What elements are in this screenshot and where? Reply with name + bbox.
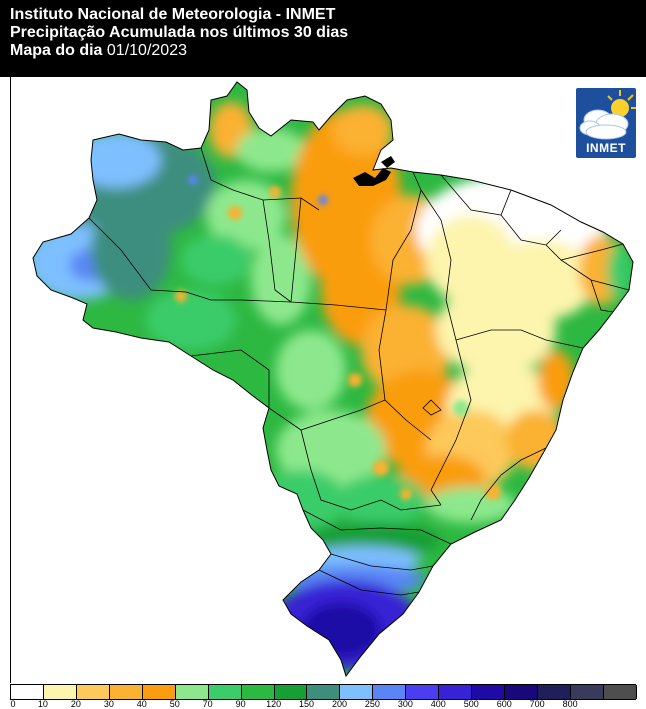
brazil-outline (32, 81, 634, 678)
legend-tick: 250 (364, 699, 380, 709)
legend-tick: 200 (331, 699, 347, 709)
map-subtitle: Precipitação Acumulada nos últimos 30 di… (10, 24, 349, 41)
map-header: Instituto Nacional de Meteorologia - INM… (0, 0, 646, 77)
legend-swatch (43, 685, 77, 699)
legend-tick: 120 (266, 699, 282, 709)
legend-tick: 300 (397, 699, 413, 709)
legend-swatch (241, 685, 275, 699)
legend-tick: 150 (299, 699, 315, 709)
legend-tick: 800 (562, 699, 578, 709)
legend-swatch (274, 685, 308, 699)
legend-swatch (505, 685, 538, 699)
legend-tick: 50 (169, 699, 180, 709)
legend-swatch (570, 685, 604, 699)
legend-tick: 0 (10, 699, 16, 709)
map-date-value: 01/10/2023 (106, 42, 187, 59)
legend-swatch (472, 685, 506, 699)
legend-swatch (11, 685, 44, 699)
map-date-label: Mapa do dia (10, 42, 103, 59)
precipitation-legend: 0 10 20 30 40 50 70 90 120 150 200 250 300 400 500 600 7… (10, 684, 646, 709)
legend-tick: 400 (430, 699, 446, 709)
legend-tick: 700 (529, 699, 545, 709)
brazil-precipitation-map (32, 81, 634, 678)
legend-swatch (373, 685, 407, 699)
inmet-logo-text: INMET (586, 141, 626, 155)
map-frame (10, 77, 646, 683)
legend-swatch (175, 685, 209, 699)
legend-swatch (538, 685, 571, 699)
legend-tick: 90 (235, 699, 246, 709)
cloud-sun-icon (579, 90, 636, 140)
legend-tick: 70 (202, 699, 213, 709)
institution-title: Instituto Nacional de Meteorologia - INM… (10, 6, 336, 23)
inmet-logo: INMET (576, 88, 636, 158)
legend-swatch (76, 685, 110, 699)
legend-swatch (307, 685, 341, 699)
amazon-delta (353, 156, 395, 186)
legend-swatch (603, 685, 637, 699)
legend-swatch (109, 685, 143, 699)
legend-color-bar (10, 684, 637, 700)
legend-swatch (340, 685, 374, 699)
legend-swatch (142, 685, 176, 699)
legend-swatch (439, 685, 473, 699)
legend-tick: 10 (37, 699, 48, 709)
legend-tick: 500 (463, 699, 479, 709)
legend-tick-labels: 0 10 20 30 40 50 70 90 120 150 200 250 300 400 500 600 7… (10, 699, 646, 709)
map-date-line: Mapa do dia 01/10/2023 (10, 42, 187, 60)
legend-tick: 30 (103, 699, 114, 709)
legend-tick: 20 (70, 699, 81, 709)
legend-swatch (406, 685, 440, 699)
legend-swatch (208, 685, 242, 699)
legend-tick: 40 (136, 699, 147, 709)
precipitation-fill (33, 82, 633, 676)
state-borders (88, 147, 630, 596)
legend-tick: 600 (496, 699, 512, 709)
